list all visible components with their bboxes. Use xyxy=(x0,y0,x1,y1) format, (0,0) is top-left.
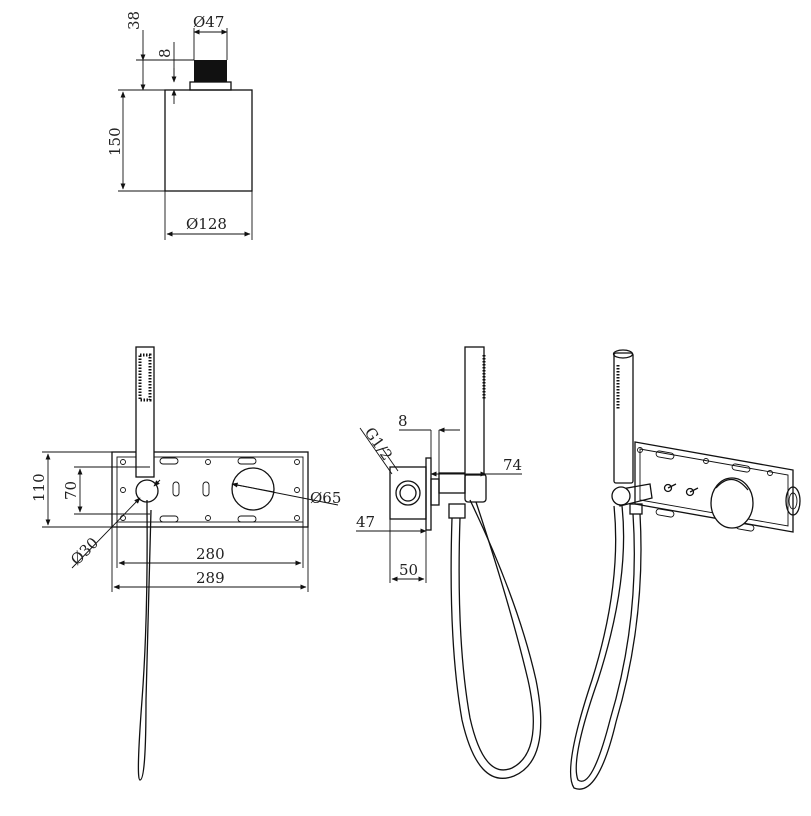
dim-47: 47 xyxy=(356,513,375,531)
dim-8-top: 8 xyxy=(156,48,174,58)
dim-g12: G1/2 xyxy=(361,424,396,464)
hose-connector xyxy=(448,503,466,519)
body-cylinder xyxy=(164,89,253,192)
perspective-hose xyxy=(575,505,635,782)
dim-dia-47: Ø47 xyxy=(193,13,224,31)
mounting-plate xyxy=(111,451,309,528)
perspective-holder xyxy=(611,486,631,506)
perspective-view xyxy=(569,349,801,790)
dim-dia-30: Ø30 xyxy=(67,534,102,569)
hose xyxy=(137,500,152,781)
perspective-hand-shower xyxy=(613,352,634,484)
knob-collar xyxy=(189,81,232,91)
knurled-knob xyxy=(194,60,227,82)
dim-dia-128: Ø128 xyxy=(186,215,227,233)
perspective-knob xyxy=(710,477,754,529)
spray-nozzles xyxy=(138,353,152,402)
hand-shower-side xyxy=(464,346,485,476)
perspective-plate xyxy=(634,441,794,533)
plate-edge xyxy=(425,457,432,531)
dim-150: 150 xyxy=(106,127,124,156)
diverter-stems xyxy=(663,483,699,497)
dim-70: 70 xyxy=(62,481,80,500)
dim-110: 110 xyxy=(30,473,48,502)
dim-74: 74 xyxy=(503,456,522,474)
dim-38: 38 xyxy=(125,11,143,30)
dim-280: 280 xyxy=(196,545,225,563)
side-view: G1/2 8 74 47 50 xyxy=(356,346,542,779)
dim-dia-65: Ø65 xyxy=(310,489,341,507)
dim-289: 289 xyxy=(196,569,225,587)
dim-8-side: 8 xyxy=(398,412,408,430)
holder-arm xyxy=(464,473,487,503)
top-view: 38 Ø47 8 150 Ø128 xyxy=(106,11,253,240)
front-view: 110 70 Ø30 Ø65 280 289 xyxy=(30,346,341,781)
hose-side xyxy=(450,499,542,779)
dim-50: 50 xyxy=(399,561,418,579)
valve-knob xyxy=(231,467,275,511)
